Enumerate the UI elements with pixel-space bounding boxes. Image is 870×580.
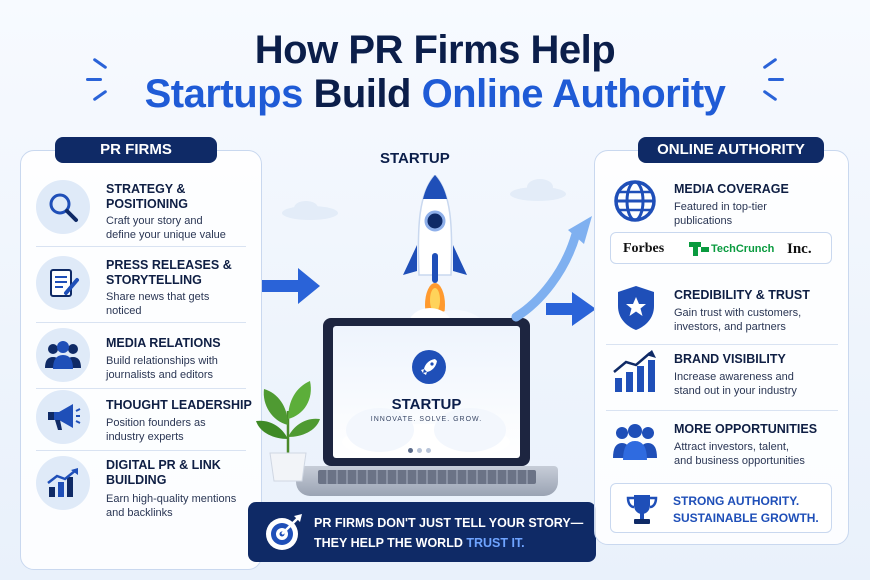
bar-chart-arrow-icon	[613, 350, 656, 392]
left-item-title: STRATEGY &POSITIONING	[106, 182, 188, 211]
right-item-desc: Attract investors, talent,and business o…	[674, 441, 805, 467]
startup-rocket-logo-icon	[412, 350, 446, 384]
shield-star-icon	[618, 286, 654, 330]
divider	[36, 450, 246, 451]
cloud-decoration	[282, 201, 338, 220]
people-group-icon	[36, 328, 90, 382]
authority-line-1: STRONG AUTHORITY.	[673, 494, 800, 508]
right-item-desc: Gain trust with customers,investors, and…	[674, 307, 802, 333]
sparkle-decoration	[86, 78, 102, 81]
techcrunch-mark-icon	[689, 242, 709, 256]
arrow-right-icon	[262, 268, 320, 304]
right-item-credibility: CREDIBILITY & TRUST Gain trust with cust…	[612, 286, 842, 338]
right-item-title: BRAND VISIBILITY	[674, 352, 786, 366]
left-item-title: MEDIA RELATIONS	[106, 336, 221, 350]
magnifier-icon	[36, 180, 90, 234]
potted-plant-icon	[256, 381, 320, 482]
inc-logo: Inc.	[787, 241, 812, 257]
screen-startup-word: STARTUP	[391, 396, 462, 413]
document-pen-icon	[36, 256, 90, 310]
title-build-word: Build	[313, 72, 411, 116]
techcrunch-logo: TechCrunch	[711, 243, 775, 255]
carousel-dots	[408, 440, 435, 458]
online-authority-panel	[594, 150, 849, 545]
authority-line-2: SUSTAINABLE GROWTH.	[673, 511, 819, 525]
people-group-icon	[613, 424, 657, 460]
title-startups-word: Startups	[144, 72, 304, 116]
growth-chart-icon	[36, 456, 90, 510]
divider	[36, 246, 246, 247]
pr-firms-header: PR FIRMS	[55, 137, 217, 163]
forbes-logo: Forbes	[623, 241, 665, 256]
rocket-icon	[403, 175, 467, 327]
strong-authority-box: STRONG AUTHORITY. SUSTAINABLE GROWTH.	[610, 483, 832, 533]
title-online-authority-words: Online Authority	[421, 72, 726, 116]
left-item-title: PRESS RELEASES &STORYTELLING	[106, 258, 232, 287]
divider	[36, 388, 246, 389]
laptop-keyboard	[318, 470, 536, 484]
sparkle-decoration	[768, 78, 784, 81]
startup-label: STARTUP	[380, 150, 450, 167]
right-item-title: CREDIBILITY & TRUST	[674, 288, 810, 302]
divider	[606, 344, 838, 345]
online-authority-header: ONLINE AUTHORITY	[638, 137, 824, 163]
cloud-decoration	[510, 179, 566, 201]
right-item-more-opportunities: MORE OPPORTUNITIES Attract investors, ta…	[612, 422, 842, 472]
left-item-strategy: STRATEGY &POSITIONING Craft your story a…	[36, 180, 256, 241]
main-title-line-1: How PR Firms Help	[254, 28, 616, 72]
quote-line-1: PR FIRMS DON'T JUST TELL YOUR STORY—	[314, 516, 584, 530]
quote-line-2: THEY HELP THE WORLD TRUST IT.	[314, 536, 525, 550]
screen-cloud-decoration	[342, 408, 510, 456]
main-title-line-2: Startups Build Online Authority	[0, 72, 870, 117]
publication-logos: Forbes TechCrunch Inc.	[610, 232, 832, 264]
divider	[606, 410, 838, 411]
growth-arrow-icon	[511, 216, 592, 322]
left-item-media-relations: MEDIA RELATIONS Build relationships with…	[36, 328, 256, 388]
quote-highlight: TRUST IT.	[466, 536, 525, 550]
right-item-title: MEDIA COVERAGE	[674, 182, 789, 196]
arrow-right-icon	[546, 292, 596, 326]
megaphone-icon	[36, 390, 90, 444]
quote-banner: PR FIRMS DON'T JUST TELL YOUR STORY— THE…	[248, 502, 596, 562]
divider	[36, 322, 246, 323]
trophy-icon	[626, 495, 658, 524]
target-icon	[266, 514, 302, 550]
right-item-title: MORE OPPORTUNITIES	[674, 422, 818, 436]
screen-tagline: INNOVATE. SOLVE. GROW.	[370, 416, 483, 423]
left-item-title: THOUGHT LEADERSHIP	[106, 398, 252, 412]
left-item-press: PRESS RELEASES &STORYTELLING Share news …	[36, 256, 256, 317]
globe-icon	[614, 180, 656, 222]
